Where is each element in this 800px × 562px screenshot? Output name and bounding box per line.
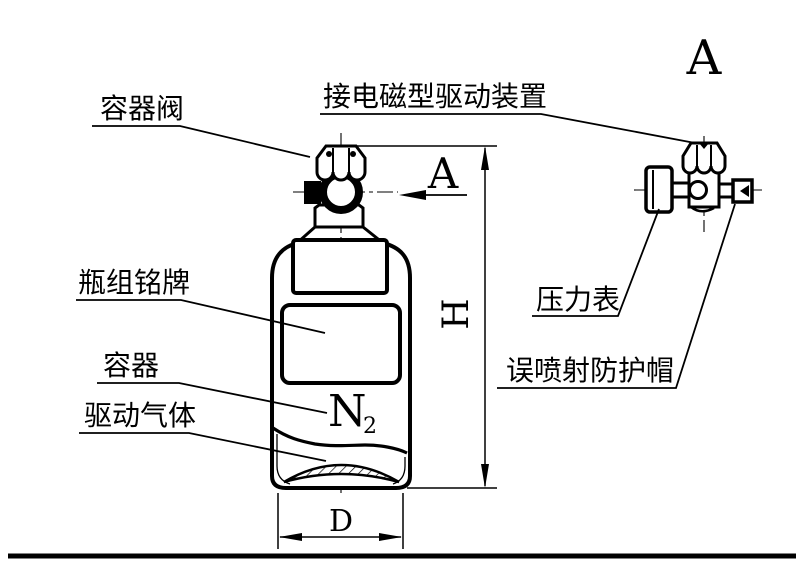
leader-lines (76, 113, 736, 462)
diameter-dim-letter-d: D (329, 504, 353, 539)
section-break-line (272, 426, 408, 455)
leader-nameplate (76, 299, 326, 334)
inner-wall-left (276, 434, 291, 485)
cap-stem (717, 182, 735, 199)
nameplate-rect (280, 303, 402, 385)
diameter-dimension (277, 493, 404, 549)
a-arrowhead (399, 190, 426, 200)
label-container-valve: 容器阀 (100, 92, 184, 125)
height-dim-letter-h: H (436, 298, 477, 329)
label-drive-gas: 驱动气体 (84, 399, 196, 432)
gas-cylinder-drawing (270, 203, 412, 490)
cap-bolt-dot-left (326, 151, 332, 157)
h-arrow-up (481, 146, 489, 170)
pressure-gauge-disc (644, 165, 674, 214)
leader-pressure-gauge (532, 208, 660, 317)
detail-valve-port (688, 180, 708, 200)
label-pressure-gauge: 压力表 (536, 283, 620, 316)
detail-view-letter-a: A (686, 30, 723, 86)
detail-valve-bottom-curve (690, 205, 715, 213)
label-solenoid-drive: 接电磁型驱动装置 (323, 80, 547, 113)
d-arrow-left (279, 533, 302, 541)
valve-hex-cap (315, 144, 367, 182)
gauge-stem (670, 181, 691, 199)
detail-view-a (644, 141, 754, 214)
label-container: 容器 (103, 349, 159, 382)
d-arrow-right (379, 533, 402, 541)
inner-wall-right (392, 457, 406, 485)
detail-hex-top-mark (699, 143, 709, 149)
cap-bolt-dot-right (350, 151, 356, 157)
leader-container-valve (92, 125, 311, 158)
leader-protection-cap (497, 203, 736, 389)
leader-drive-gas (79, 432, 327, 462)
cap-notch-mark (740, 185, 749, 197)
h-arrow-down (481, 464, 489, 488)
container-valve-drawing (304, 144, 367, 214)
section-arrow-letter-a: A (427, 149, 459, 198)
leader-solenoid-drive (320, 113, 696, 144)
section-view-arrow (399, 190, 467, 200)
label-bottle-nameplate: 瓶组铭牌 (78, 266, 190, 299)
leader-container (97, 382, 328, 414)
upper-label-plate (291, 238, 389, 295)
label-mis-discharge-cap: 误喷射防护帽 (506, 354, 674, 387)
gas-symbol-subscript-2: 2 (363, 414, 377, 439)
detail-hex-cap (681, 141, 727, 175)
gas-symbol-n: N (328, 386, 367, 437)
bottom-dome-section (283, 463, 400, 484)
valve-outlet-block (304, 181, 321, 204)
height-dimension (347, 145, 497, 489)
